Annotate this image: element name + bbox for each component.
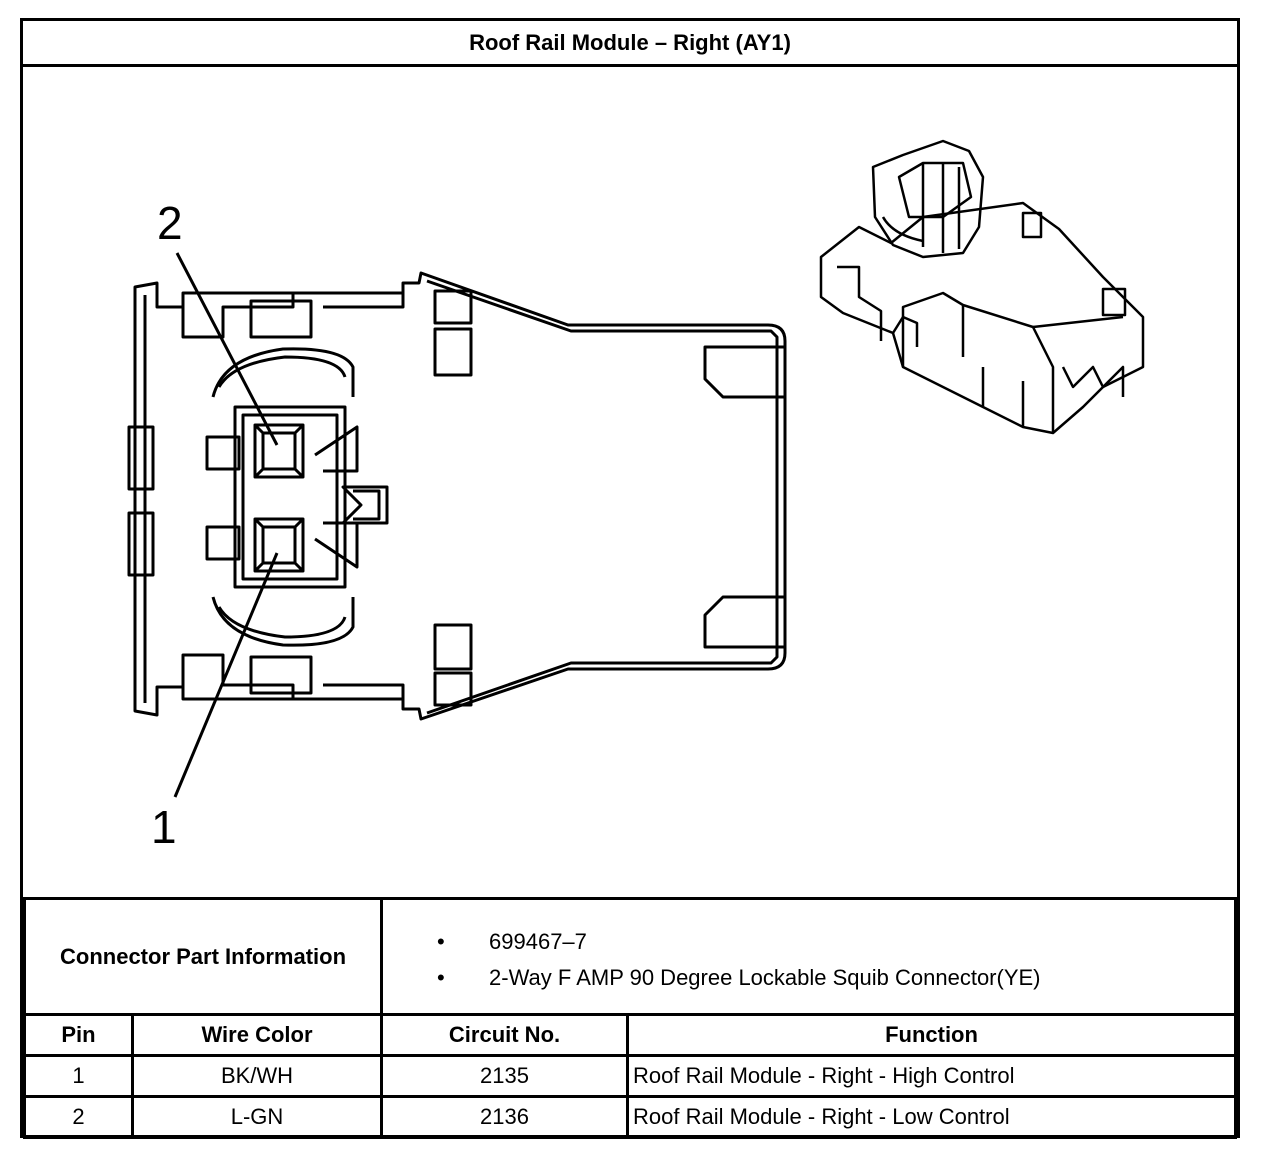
page-title: Roof Rail Module – Right (AY1) <box>23 21 1237 67</box>
callout-pin-2: 2 <box>157 197 183 249</box>
table-row: 1 BK/WH 2135 Roof Rail Module - Right - … <box>23 1054 1237 1098</box>
function-cell: Roof Rail Module - Right - Low Control <box>626 1095 1237 1139</box>
header-circuit-no: Circuit No. <box>380 1013 630 1057</box>
connector-info-part-number: 699467–7 <box>433 924 1234 960</box>
header-wire-color: Wire Color <box>130 1013 384 1057</box>
header-pin: Pin <box>23 1013 134 1057</box>
function-cell: Roof Rail Module - Right - High Control <box>626 1054 1237 1098</box>
wire-color-cell: L-GN <box>130 1095 384 1139</box>
connector-info-description: 2-Way F AMP 90 Degree Lockable Squib Con… <box>433 960 1234 996</box>
connector-isometric-view <box>819 139 1145 435</box>
circuit-cell: 2135 <box>380 1054 630 1098</box>
header-function: Function <box>626 1013 1237 1057</box>
table-row: 2 L-GN 2136 Roof Rail Module - Right - L… <box>23 1095 1237 1139</box>
connector-info-table: Connector Part Information 699467–7 2-Wa… <box>22 897 1237 1139</box>
connector-info-list: 699467–7 2-Way F AMP 90 Degree Lockable … <box>383 918 1234 996</box>
diagram-frame: Roof Rail Module – Right (AY1) <box>20 18 1240 1139</box>
connector-info-values: 699467–7 2-Way F AMP 90 Degree Lockable … <box>380 897 1237 1016</box>
wire-color-cell: BK/WH <box>130 1054 384 1098</box>
pin-cell: 2 <box>23 1095 134 1139</box>
pin-cell: 1 <box>23 1054 134 1098</box>
connector-info-label: Connector Part Information <box>22 897 384 1016</box>
connector-drawing: 2 1 <box>23 67 1237 897</box>
circuit-cell: 2136 <box>380 1095 630 1139</box>
callout-pin-1: 1 <box>151 801 177 853</box>
connector-face-view: 2 1 <box>127 139 1145 853</box>
